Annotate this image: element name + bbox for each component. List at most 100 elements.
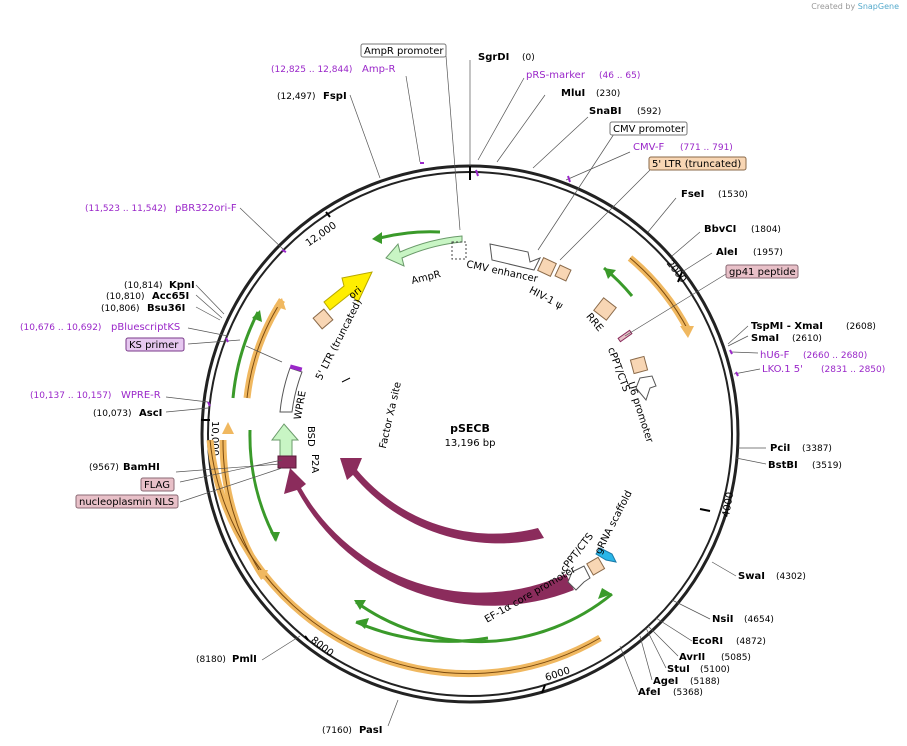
site-bamhi: BamHI (123, 462, 160, 473)
wpre-block (279, 367, 303, 413)
site-acc65i: Acc65I (152, 291, 189, 302)
ef1a-arrow (567, 565, 591, 591)
plasmid-size: 13,196 bp (445, 438, 496, 449)
cppt1-box (629, 355, 649, 375)
box-cmv-promoter: CMV promoter (613, 124, 686, 135)
site-fspi: FspI (323, 91, 347, 102)
credit-prefix: Created by (811, 2, 856, 11)
orange-arrowheads (222, 298, 694, 580)
site-alei: AleI (716, 247, 738, 258)
site-avrii: AvrII (679, 652, 705, 663)
p2a-label: P2A (309, 454, 320, 473)
cas9-outer-label: Cas9 (391, 601, 415, 615)
cmv-enhancer-arrow (489, 243, 542, 271)
box-ltr5-top: 5' LTR (truncated) (652, 159, 741, 170)
site-nsii-pos: (4654) (744, 615, 774, 625)
box-ks-primer: KS primer (129, 340, 179, 351)
cppt2-box (586, 556, 606, 576)
sites-right: SgrDI (0) MluI (230) SnaBI (592) FseI (1… (322, 52, 876, 736)
ori-arrow (323, 271, 373, 311)
site-asci: AscI (139, 408, 162, 419)
tick-12000: 12,000 (304, 220, 339, 249)
wpre-primer-mark (289, 364, 303, 372)
site-smai: SmaI (751, 333, 779, 344)
site-mlui-pos: (230) (596, 89, 620, 99)
hiv-label: HIV-1 ψ (527, 285, 565, 312)
site-bsu36i-pos: (10,806) (101, 304, 140, 314)
site-pmli: PmlI (232, 654, 257, 665)
primer-pbr322: pBR322ori-F (175, 203, 237, 214)
site-bbvci: BbvCI (704, 224, 736, 235)
primer-wpre: WPRE-R (121, 390, 161, 401)
primer-lko1: LKO.1 5' (762, 364, 803, 375)
tick-10000: 10,000 (209, 421, 220, 456)
primer-pbks-range: (10,676 .. 10,692) (20, 323, 101, 333)
site-snabi: SnaBI (589, 106, 621, 117)
site-afei-pos: (5368) (673, 688, 703, 698)
site-sgrdi: SgrDI (478, 52, 509, 63)
primer-hu6f: hU6-F (760, 350, 790, 361)
tick-4000: 4000 (721, 491, 736, 518)
site-snabi-pos: (592) (637, 107, 661, 117)
ampr-arrow (385, 235, 463, 267)
cas9-inner-label: Cas9 (410, 554, 434, 568)
primer-cmvf: CMV-F (633, 142, 664, 153)
ltr5-box (312, 308, 334, 330)
primer-hu6f-range: (2660 .. 2680) (803, 351, 867, 361)
ltr5-label: 5' LTR (truncated) (314, 297, 364, 382)
site-smai-pos: (2610) (792, 334, 822, 344)
site-fsei-pos: (1530) (718, 190, 748, 200)
p2a-block (277, 455, 297, 469)
site-stui-pos: (5100) (700, 665, 730, 675)
u6-arrow (635, 375, 657, 402)
site-asci-pos: (10,073) (93, 409, 132, 419)
site-fspi-pos: (12,497) (277, 92, 316, 102)
site-bstbi: BstBI (768, 460, 798, 471)
boxed-labels: AmpR promoter CMV promoter 5' LTR (trunc… (75, 43, 799, 509)
site-ecori-pos: (4872) (736, 637, 766, 647)
site-agei-pos: (5188) (690, 677, 720, 687)
primer-cmvf-range: (771 .. 791) (680, 143, 733, 153)
snapgene-credit: Created by SnapGene (811, 2, 899, 11)
site-ecori: EcoRI (692, 636, 723, 647)
site-pasi: PasI (359, 725, 382, 736)
orange-arcs-core (209, 257, 689, 675)
ltr-box-b (537, 257, 557, 277)
site-afei: AfeI (638, 687, 661, 698)
primer-labels: (12,825 .. 12,844) Amp-R pRS-marker (46 … (20, 64, 885, 401)
site-sgrdi-pos: (0) (522, 53, 535, 63)
primer-pbks: pBluescriptKS (111, 322, 180, 333)
primer-lko1-range: (2831 .. 2850) (821, 365, 885, 375)
grna-arrow (595, 547, 617, 563)
site-pasi-pos: (7160) (322, 726, 352, 736)
site-tspmi-pos: (2608) (846, 322, 876, 332)
primer-ampr: Amp-R (362, 64, 396, 75)
site-stui: StuI (667, 664, 690, 675)
green-arrowheads (252, 232, 616, 629)
factor-xa-label: Factor Xa site (378, 381, 404, 450)
site-agei: AgeI (653, 676, 678, 687)
site-acc65i-pos: (10,810) (106, 292, 145, 302)
site-bbvci-pos: (1804) (751, 225, 781, 235)
factor-xa-tick (341, 377, 351, 383)
cas9-arcs (284, 458, 574, 606)
ampr-promoter-box (451, 241, 467, 260)
ampr-label: AmpR (410, 269, 442, 287)
site-pmli-pos: (8180) (196, 655, 226, 665)
sites-left: (12,497) FspI (10,814) KpnI (10,810) Acc… (89, 91, 347, 665)
site-bsu36i: Bsu36I (147, 303, 185, 314)
plasmid-name: pSECB (450, 422, 490, 435)
primer-prs-range: (46 .. 65) (599, 71, 640, 81)
box-flag: FLAG (144, 480, 170, 491)
box-nls: nucleoplasmin NLS (79, 497, 174, 508)
primer-prs: pRS-marker (526, 70, 586, 81)
primer-wpre-range: (10,137 .. 10,157) (30, 391, 111, 401)
site-nsii: NsiI (712, 614, 733, 625)
primer-pbr322-range: (11,523 .. 11,542) (85, 204, 166, 214)
site-pcii: PciI (770, 443, 790, 454)
primer-ampr-range: (12,825 .. 12,844) (271, 65, 352, 75)
site-swai: SwaI (738, 571, 765, 582)
wpre-label: WPRE (293, 390, 309, 421)
hiv-box (554, 264, 572, 282)
